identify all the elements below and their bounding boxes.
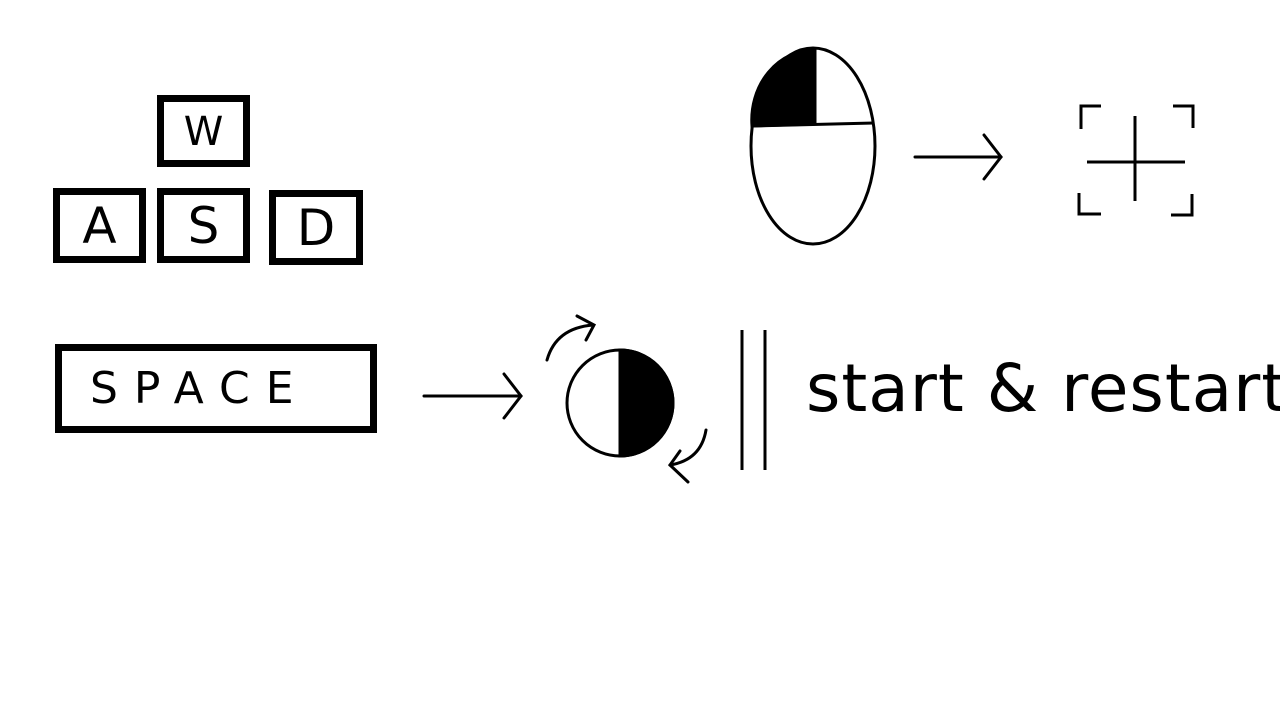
arrow-right-icon — [422, 372, 523, 420]
double-vertical-bar — [740, 330, 767, 470]
key-w: W — [157, 95, 250, 167]
key-d: D — [269, 190, 363, 265]
half-filled-circle-swap-icon — [545, 314, 708, 484]
key-a-label: A — [82, 196, 117, 255]
start-restart-caption: start & restart — [806, 350, 1280, 427]
key-a: A — [53, 188, 146, 263]
key-d-label: D — [296, 198, 336, 257]
key-space: SPACE — [55, 344, 377, 433]
arrow-right-icon — [913, 133, 1003, 181]
crosshair-icon — [1077, 104, 1195, 217]
mouse-left-click-icon — [749, 46, 877, 246]
key-w-label: W — [183, 109, 224, 155]
key-s: S — [157, 188, 250, 263]
key-s-label: S — [187, 196, 220, 255]
key-space-label: SPACE — [90, 362, 310, 414]
